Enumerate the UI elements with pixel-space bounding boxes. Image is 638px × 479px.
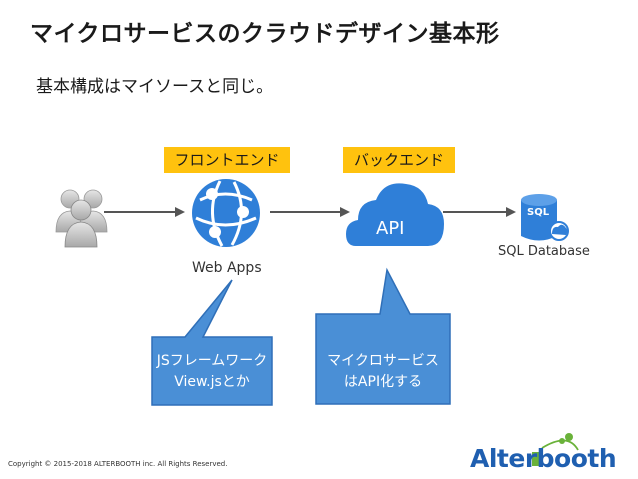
left-callout-text: JSフレームワーク View.jsとか: [152, 351, 272, 393]
alterbooth-logo-mark: [532, 433, 579, 466]
web-apps-label: Web Apps: [192, 260, 262, 276]
sql-badge: SQL: [527, 207, 550, 218]
backend-tag: バックエンド: [343, 147, 455, 173]
left-callout-line-2: View.jsとか: [174, 374, 250, 390]
page-title: マイクロサービスのクラウドデザイン基本形: [30, 21, 500, 47]
left-callout-line-1: JSフレームワーク: [156, 353, 268, 369]
api-label: API: [376, 218, 405, 239]
web-apps-icon: [192, 179, 260, 247]
users-icon: [55, 189, 108, 248]
api-cloud-icon: [346, 183, 444, 246]
right-callout-line-2: はAPI化する: [343, 374, 423, 390]
sql-database-icon: [521, 194, 569, 241]
left-callout-bubble: [151, 279, 273, 406]
right-callout-text: マイクロサービス はAPI化する: [316, 351, 450, 393]
right-callout-line-1: マイクロサービス: [327, 353, 439, 369]
alterbooth-logo-text: Alterbooth: [470, 444, 617, 473]
subtitle: 基本構成はマイソースと同じ。: [36, 77, 274, 97]
copyright-text: Copyright © 2015-2018 ALTERBOOTH inc. Al…: [8, 460, 228, 468]
frontend-tag: フロントエンド: [164, 147, 290, 173]
sql-database-label: SQL Database: [498, 244, 590, 259]
right-callout-bubble: [315, 267, 451, 405]
